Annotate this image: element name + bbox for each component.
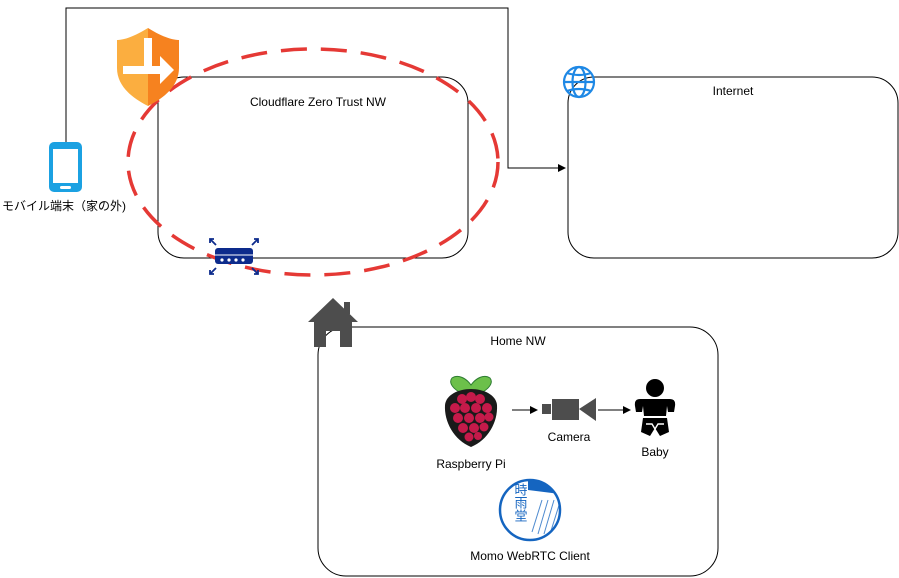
home-group-title: Home NW [490, 334, 546, 348]
router-icon[interactable] [209, 238, 259, 275]
video-camera-icon[interactable] [542, 398, 596, 421]
camera-label: Camera [548, 430, 591, 444]
momo-logo-text: 時雨堂 [512, 483, 528, 522]
globe-icon[interactable] [562, 65, 596, 99]
momo-logo-icon[interactable]: 時雨堂 [498, 474, 562, 542]
cloudflare-zero-trust-group[interactable] [157, 76, 469, 259]
raspberry-icon[interactable] [444, 375, 498, 447]
momo-label: Momo WebRTC Client [470, 549, 590, 563]
internet-group[interactable] [567, 76, 899, 259]
baby-label: Baby [641, 445, 668, 459]
cloudflare-group-title: Cloudflare Zero Trust NW [250, 95, 387, 109]
internet-group-title: Internet [713, 84, 754, 98]
connector-mobile-to-internet[interactable] [65, 7, 566, 172]
highlight-ellipse [126, 47, 500, 277]
shield-arrow-icon[interactable] [117, 28, 179, 106]
raspberry-pi-label: Raspberry Pi [436, 457, 505, 471]
home-nw-group[interactable] [317, 326, 719, 577]
smartphone-icon[interactable] [49, 142, 82, 192]
house-icon[interactable] [308, 298, 358, 347]
mobile-label: モバイル端末（家の外) [2, 198, 126, 213]
baby-icon[interactable] [634, 379, 676, 436]
